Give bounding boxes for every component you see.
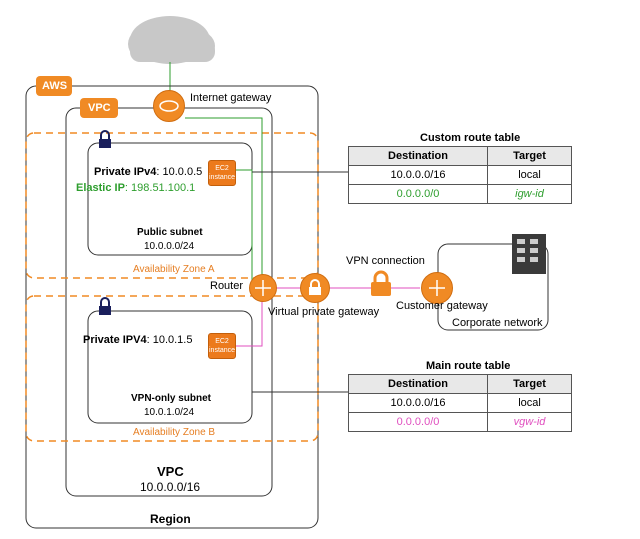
main-route-table-title: Main route table bbox=[426, 360, 511, 372]
public-private-ip: Private IPv4: 10.0.0.5 bbox=[94, 166, 202, 179]
ec2-instance-vpn-icon: EC2 instance bbox=[208, 333, 236, 359]
server-icon bbox=[512, 234, 546, 274]
vpn-subnet-box bbox=[87, 310, 253, 424]
table-cell: 0.0.0.0/0 bbox=[348, 412, 488, 432]
region-label: Region bbox=[150, 512, 191, 526]
vpn-subnet-cidr: 10.0.1.0/24 bbox=[144, 407, 195, 418]
vpn-subnet-name: VPN-only subnet bbox=[131, 393, 212, 404]
table-row: 0.0.0.0/0 igw-id bbox=[348, 184, 572, 204]
ec2-line2: instance bbox=[209, 174, 236, 181]
corporate-network-label: Corporate network bbox=[452, 317, 543, 329]
ec2-instance-public-icon: EC2 instance bbox=[208, 160, 236, 186]
table-cell: 10.0.0.0/16 bbox=[348, 165, 488, 185]
table-cell: local bbox=[487, 165, 572, 185]
lock-icon-zone-a bbox=[99, 130, 111, 148]
custom-route-table-title: Custom route table bbox=[420, 132, 521, 144]
zone-a-box bbox=[25, 132, 319, 279]
vpn-private-ip: Private IPV4: 10.0.1.5 bbox=[83, 334, 192, 347]
aws-badge bbox=[36, 76, 72, 96]
public-elastic-ip-value: : 198.51.100.1 bbox=[124, 182, 196, 194]
vpn-private-ip-label: Private IPV4 bbox=[83, 334, 147, 346]
zone-b-label: Availability Zone B bbox=[133, 427, 216, 438]
public-private-ip-label: Private IPv4 bbox=[94, 166, 157, 178]
table-cell: igw-id bbox=[487, 184, 572, 204]
vpc-label: VPC bbox=[157, 464, 184, 479]
vgw-lock-icon bbox=[309, 279, 321, 295]
vpn-private-ip-value: : 10.0.1.5 bbox=[146, 334, 193, 346]
custom-route-table: Destination Target 10.0.0.0/16 local 0.0… bbox=[348, 146, 572, 204]
ec2-line1: EC2 bbox=[215, 338, 229, 345]
public-elastic-ip: Elastic IP: 198.51.100.1 bbox=[76, 182, 195, 195]
table-header-row: Destination Target bbox=[348, 146, 572, 166]
zone-a-label: Availability Zone A bbox=[133, 264, 215, 275]
vpn-connection-icon bbox=[371, 270, 391, 296]
main-route-table: Destination Target 10.0.0.0/16 local 0.0… bbox=[348, 374, 572, 432]
vpc-badge-label: VPC bbox=[88, 102, 111, 114]
cloud-icon bbox=[128, 16, 215, 64]
internet-gateway-label: Internet gateway bbox=[190, 92, 272, 104]
table-row: 10.0.0.0/16 local bbox=[348, 393, 572, 413]
lock-icon-zone-b bbox=[99, 297, 111, 315]
ec2-line2: instance bbox=[209, 347, 236, 354]
public-subnet-cidr: 10.0.0.0/24 bbox=[144, 241, 195, 252]
customer-gateway-arrows-icon bbox=[429, 280, 445, 296]
table-cell: 10.0.0.0/16 bbox=[348, 393, 488, 413]
column-header: Destination bbox=[348, 374, 488, 394]
table-cell: local bbox=[487, 393, 572, 413]
internet-gateway-icon bbox=[153, 90, 185, 122]
aws-badge-label: AWS bbox=[42, 80, 68, 92]
ec2-line1: EC2 bbox=[215, 165, 229, 172]
column-header: Target bbox=[487, 374, 572, 394]
table-cell: 0.0.0.0/0 bbox=[348, 184, 488, 204]
vpn-connection-label: VPN connection bbox=[346, 255, 425, 267]
column-header: Target bbox=[487, 146, 572, 166]
igw-cloud-icon bbox=[159, 100, 179, 112]
router-arrows-icon bbox=[255, 280, 271, 296]
vpc-badge bbox=[80, 98, 118, 118]
virtual-private-gateway-label: Virtual private gateway bbox=[268, 306, 380, 318]
public-private-ip-value: : 10.0.0.5 bbox=[156, 166, 203, 178]
router-label: Router bbox=[210, 280, 244, 292]
table-cell: vgw-id bbox=[487, 412, 572, 432]
vpc-cidr: 10.0.0.0/16 bbox=[140, 480, 201, 494]
customer-gateway-label: Customer gateway bbox=[396, 300, 488, 312]
table-row: 10.0.0.0/16 local bbox=[348, 165, 572, 185]
table-header-row: Destination Target bbox=[348, 374, 572, 394]
public-elastic-ip-label: Elastic IP bbox=[76, 182, 125, 194]
zone-b-box bbox=[25, 295, 319, 442]
column-header: Destination bbox=[348, 146, 488, 166]
public-subnet-name: Public subnet bbox=[137, 227, 203, 238]
table-row: 0.0.0.0/0 vgw-id bbox=[348, 412, 572, 432]
